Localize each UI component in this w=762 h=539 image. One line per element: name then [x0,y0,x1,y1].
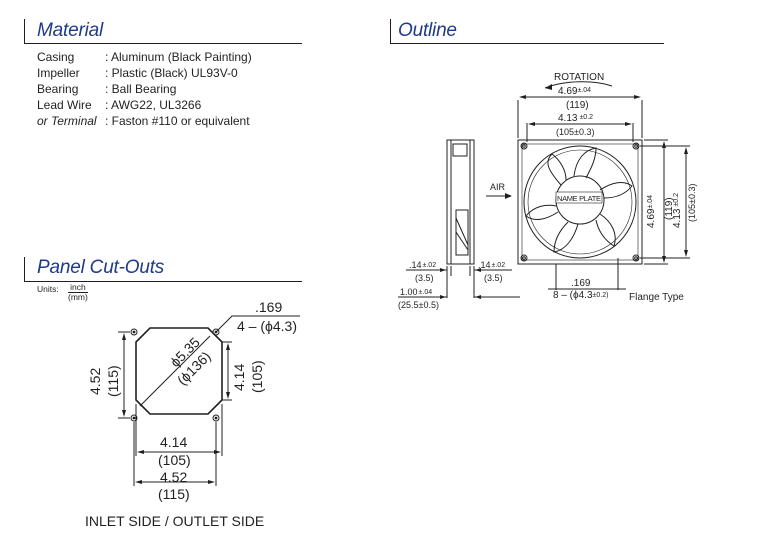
r2-mm: (105±0.3) [687,184,697,222]
hole-leader [215,315,300,333]
panel-right-mm: (105) [249,360,265,393]
name-plate-label: NAME PLATE [557,194,601,203]
side-r-mm: (3.5) [484,273,503,283]
outline-title-bar [390,19,391,43]
material-title-bar [24,19,25,43]
r2-tol: ±0.2 [673,193,680,207]
material-title-rule [24,43,302,44]
top2-mm: (105±0.3) [556,127,594,137]
panel-bottom2-mm: (115) [158,486,190,502]
svg-text:4.69±.04: 4.69±.04 [646,195,657,228]
svg-text:4.13±0.2: 4.13±0.2 [558,113,593,124]
mount-hole [212,414,220,422]
material-row-impeller: Impeller : Plastic (Black) UL93V-0 [37,65,238,81]
top2-value: 4.13 [558,113,578,124]
depth-tol: ±.04 [419,289,433,296]
outline-title: Outline [398,20,457,41]
panel-hole-spec: 4 – (ϕ4.3) [237,318,297,334]
panel-right-in: 4.14 [231,364,247,391]
material-title: Material [37,20,103,41]
rotation-label: ROTATION [554,72,604,83]
material-value: : Aluminum (Black Painting) [105,50,252,64]
panel-title-rule [24,281,302,282]
flange-hole-spec: 8 – (ϕ4.3 [553,290,593,301]
panel-left-mm: (115) [105,365,121,397]
fan-venturi [523,145,637,259]
units-fraction: inch (mm) [68,283,88,302]
material-row-bearing: Bearing : Ball Bearing [37,81,176,97]
diameter-line [139,335,211,407]
outline-title-rule [390,43,664,44]
svg-text:1.00±.04: 1.00±.04 [400,287,432,297]
units-numerator: inch [68,283,88,293]
material-key: Casing [37,50,75,64]
top1-mm: (119) [566,100,589,111]
material-key: Bearing [37,82,79,96]
r2-value: 4.13 [672,208,683,228]
svg-text:4.13±0.2: 4.13±0.2 [672,193,683,228]
panel-bottom1-in: 4.14 [160,434,187,450]
flange-hole-dim: .169 [571,278,591,289]
r1-tol: ±.04 [647,195,654,209]
mount-hole [212,328,220,336]
side-l-tol: ±.02 [423,262,437,269]
air-label: AIR [490,182,506,192]
material-row-casing: Casing : Aluminum (Black Painting) [37,49,252,65]
top1-tol: ±.04 [577,87,591,94]
panel-title: Panel Cut-Outs [37,257,165,278]
material-key: or Terminal [37,114,97,128]
material-row-lead-wire: Lead Wire : AWG22, UL3266 [37,97,201,113]
panel-title-bar [24,257,25,281]
top1-value: 4.69 [558,86,578,97]
material-value: : Plastic (Black) UL93V-0 [105,66,238,80]
material-value: : AWG22, UL3266 [105,98,202,112]
top2-tol: ±0.2 [579,114,593,121]
side-r-tol: ±.02 [492,262,506,269]
material-row-terminal: or Terminal : Faston #110 or equivalent [37,113,250,129]
panel-bottom1-mm: (105) [158,452,191,468]
depth-mm: (25.5±0.5) [398,300,439,310]
r1-value: 4.69 [646,208,657,228]
svg-text:8 – (ϕ4.3±0.2): 8 – (ϕ4.3±0.2) [553,290,608,301]
material-key: Impeller [37,66,80,80]
depth-value: 1.00 [400,287,418,297]
mount-hole [130,328,138,336]
side-l-mm: (3.5) [415,273,434,283]
material-value: : Ball Bearing [105,82,177,96]
side-l-value: .14 [409,260,422,270]
material-key: Lead Wire [37,98,92,112]
svg-text:4.69±.04: 4.69±.04 [558,86,591,97]
fan-side-view [446,139,475,265]
panel-caption: INLET SIDE / OUTLET SIDE [85,513,264,529]
svg-text:.14±.02: .14±.02 [409,260,436,270]
svg-text:.14±.02: .14±.02 [478,260,505,270]
mount-hole [130,414,138,422]
panel-left-in: 4.52 [87,368,103,395]
units-label: Units: [37,284,59,294]
fan-frame [517,139,643,265]
r1-mm: (119) [664,197,675,220]
panel-hole-dim: .169 [255,299,282,315]
side-r-value: .14 [478,260,491,270]
units-denominator: (mm) [68,292,88,302]
flange-hole-tol: ±0.2) [593,292,609,299]
flange-type-label: Flange Type [629,292,684,303]
panel-bottom2-in: 4.52 [160,469,187,485]
material-value: : Faston #110 or equivalent [105,114,250,128]
